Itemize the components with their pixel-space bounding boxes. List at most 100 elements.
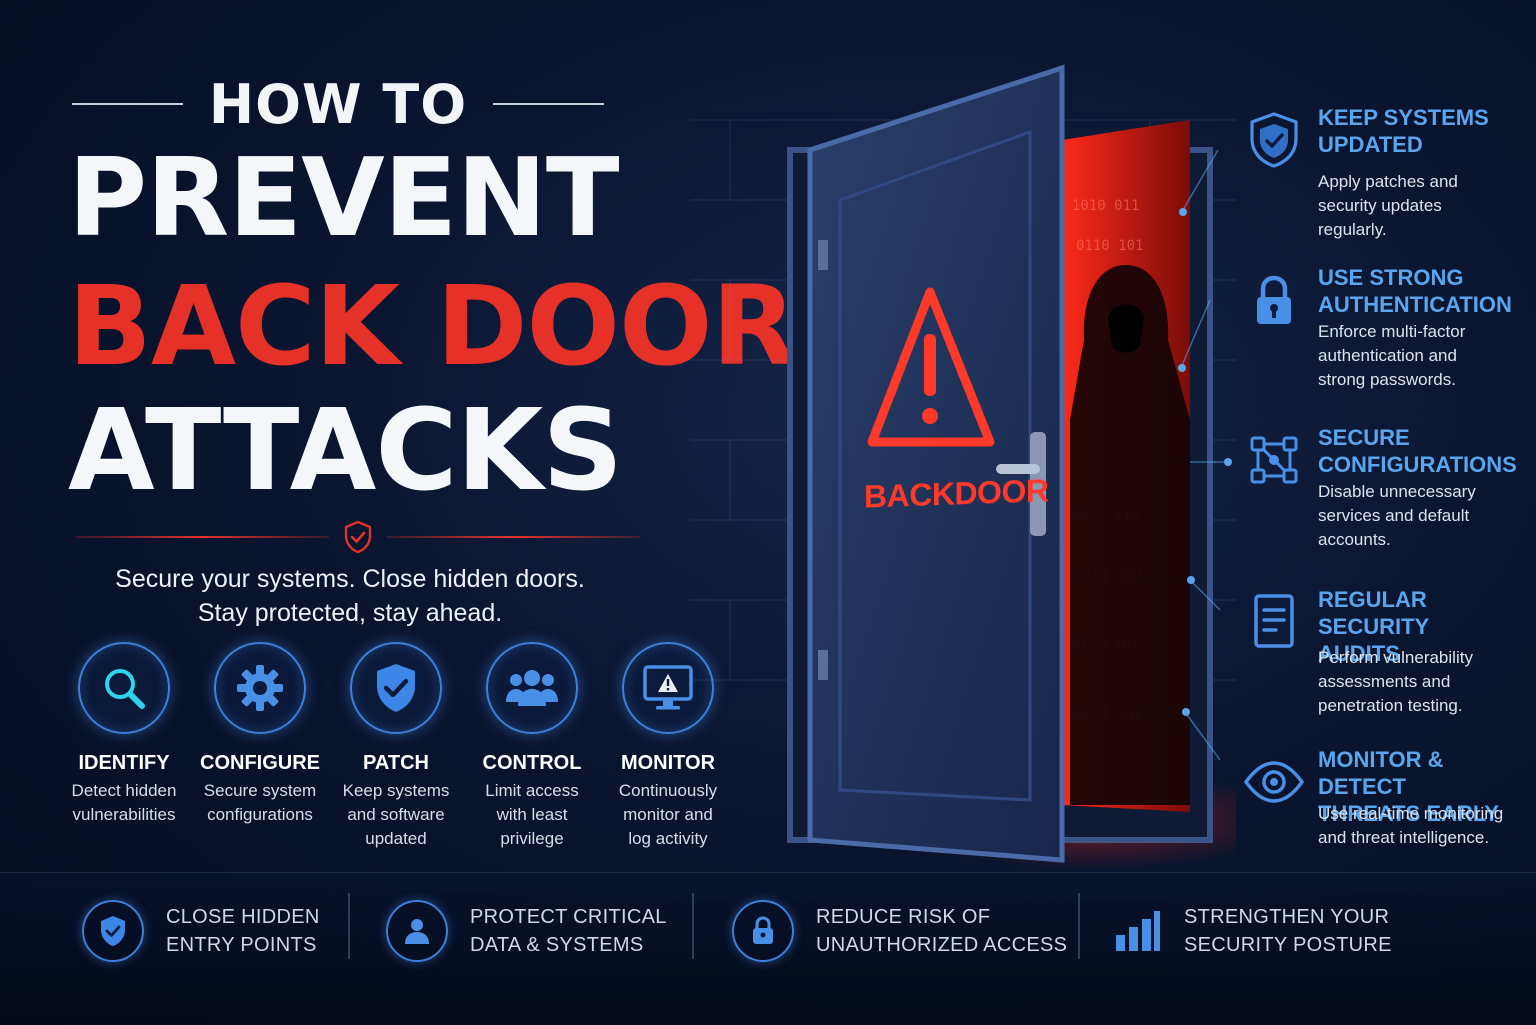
- door-label: BACKDOOR: [864, 472, 1049, 515]
- tip-desc: Enforce multi-factor authentication and …: [1318, 320, 1534, 392]
- shield-check-icon: [344, 520, 372, 554]
- step-desc: Continuously monitor and log activity: [619, 779, 717, 851]
- tip-title: SECURE CONFIGURATIONS: [1318, 424, 1534, 478]
- steps-row: IDENTIFY Detect hidden vulnerabilities: [56, 642, 736, 852]
- tip-desc-line: assessments and: [1318, 672, 1451, 691]
- step-desc-line: Limit access: [485, 781, 579, 800]
- benefit-strengthen-posture: STRENGTHEN YOUR SECURITY POSTURE: [1112, 893, 1392, 969]
- tip-desc-line: accounts.: [1318, 530, 1391, 549]
- tip-desc-line: Enforce multi-factor: [1318, 322, 1466, 341]
- tip-title: MONITOR & DETECT THREATS EARLY: [1318, 746, 1534, 827]
- benefit-line: STRENGTHEN YOUR: [1184, 906, 1390, 928]
- title-attacks: ATTACKS: [68, 386, 623, 516]
- step-desc-line: log activity: [628, 829, 708, 848]
- connector-lines: [1179, 149, 1228, 761]
- benefit-text: STRENGTHEN YOUR SECURITY POSTURE: [1184, 903, 1392, 959]
- tip-desc-line: regularly.: [1318, 220, 1387, 239]
- warning-exclamation: [924, 334, 936, 396]
- benefit-protect-data: PROTECT CRITICAL DATA & SYSTEMS: [386, 893, 667, 969]
- tip-desc-line: Use real-time monitoring: [1318, 804, 1504, 823]
- gear-icon: [237, 665, 283, 711]
- step-control: CONTROL Limit access with least privileg…: [464, 642, 600, 852]
- lock-icon: [1257, 275, 1291, 324]
- benefit-line: DATA & SYSTEMS: [470, 934, 644, 956]
- step-desc-line: configurations: [207, 805, 313, 824]
- tip-desc: Disable unnecessary services and default…: [1318, 480, 1534, 552]
- benefit-line: CLOSE HIDDEN: [166, 906, 320, 928]
- document-icon: [1254, 594, 1294, 648]
- how-to-heading: HOW TO: [208, 72, 468, 136]
- step-desc-line: Detect hidden: [71, 781, 177, 800]
- benefit-separator: [348, 893, 350, 959]
- door-hinge: [818, 650, 828, 680]
- benefit-line: PROTECT CRITICAL: [470, 906, 667, 928]
- title-rule-left: [72, 103, 183, 105]
- benefit-line: SECURITY POSTURE: [1184, 934, 1392, 956]
- step-desc-line: updated: [365, 829, 427, 848]
- hooded-figure: [1070, 265, 1190, 805]
- benefit-reduce-risk: REDUCE RISK OF UNAUTHORIZED ACCESS: [732, 893, 1067, 969]
- benefit-line: ENTRY POINTS: [166, 934, 317, 956]
- tip-title-line: THREATS EARLY: [1318, 801, 1499, 826]
- step-desc: Detect hidden vulnerabilities: [72, 779, 177, 827]
- step-desc: Secure system configurations: [204, 779, 316, 827]
- step-icon-circle: [78, 642, 170, 734]
- step-desc: Keep systems and software updated: [343, 779, 450, 851]
- benefit-text: CLOSE HIDDEN ENTRY POINTS: [166, 903, 320, 959]
- how-to-row: HOW TO: [72, 72, 605, 136]
- step-desc-line: and software: [347, 805, 445, 824]
- tip-title-line: AUDITS: [1318, 641, 1400, 666]
- step-desc-line: Secure system: [203, 781, 317, 800]
- step-desc-line: with least: [496, 805, 568, 824]
- tip-title-line: USE STRONG: [1318, 265, 1464, 290]
- benefit-line: UNAUTHORIZED ACCESS: [816, 934, 1068, 956]
- lock-icon: [753, 916, 773, 944]
- step-title: CONTROL: [482, 752, 582, 774]
- divider-line-left: [76, 536, 329, 538]
- benefit-icon-circle: [386, 900, 448, 962]
- magnifier-icon: [105, 669, 145, 709]
- subtitle: Secure your systems. Close hidden doors.…: [70, 562, 630, 630]
- tip-title-line: CONFIGURATIONS: [1318, 452, 1517, 477]
- step-icon-circle: [350, 642, 442, 734]
- tip-title: REGULAR SECURITY AUDITS: [1318, 586, 1534, 667]
- title-back-door: BACK DOOR: [68, 262, 796, 390]
- tip-title-line: MONITOR & DETECT: [1318, 747, 1444, 799]
- tip-desc-line: strong passwords.: [1318, 370, 1456, 389]
- bar-chart-icon: [1116, 911, 1160, 951]
- tip-desc-line: authentication and: [1318, 346, 1457, 365]
- eye-icon: [1244, 761, 1304, 803]
- benefit-separator: [1078, 893, 1080, 959]
- subtitle-line-1: Secure your systems. Close hidden doors.: [115, 565, 585, 593]
- tip-desc: Perform vulnerability assessments and pe…: [1318, 646, 1534, 718]
- step-desc-line: Continuously: [618, 781, 718, 800]
- step-icon-circle: [214, 642, 306, 734]
- step-identify: IDENTIFY Detect hidden vulnerabilities: [56, 642, 192, 852]
- tip-desc: Use real-time monitoring and threat inte…: [1318, 802, 1534, 850]
- tip-desc-line: Disable unnecessary: [1318, 482, 1476, 501]
- shield-check-icon: [1250, 112, 1298, 168]
- step-title: IDENTIFY: [78, 752, 170, 774]
- tip-desc: Apply patches and security updates regul…: [1318, 170, 1534, 242]
- benefit-icon-circle: [82, 900, 144, 962]
- step-title: CONFIGURE: [200, 752, 320, 774]
- tip-desc-line: security updates: [1318, 196, 1442, 215]
- step-configure: CONFIGURE Secure system configurations: [192, 642, 328, 852]
- tip-desc-line: Perform vulnerability: [1318, 648, 1473, 667]
- step-title: MONITOR: [620, 752, 716, 774]
- door-handle-plate: [1030, 432, 1046, 536]
- tip-title-line: SECURE: [1318, 425, 1410, 450]
- users-icon: [506, 670, 558, 706]
- benefit-line: REDUCE RISK OF: [816, 906, 991, 928]
- step-desc-line: vulnerabilities: [72, 805, 176, 824]
- svg-text:0110 101: 0110 101: [1076, 238, 1143, 254]
- door-hinge: [818, 240, 828, 270]
- tip-title: KEEP SYSTEMS UPDATED: [1318, 104, 1534, 158]
- step-desc: Limit access with least privilege: [485, 779, 579, 851]
- tip-title-line: AUTHENTICATION: [1318, 292, 1512, 317]
- subtitle-line-2: Stay protected, stay ahead.: [197, 599, 503, 627]
- door-panel: [807, 64, 1065, 863]
- title-divider: [76, 520, 640, 554]
- title-prevent: PREVENT: [68, 136, 620, 261]
